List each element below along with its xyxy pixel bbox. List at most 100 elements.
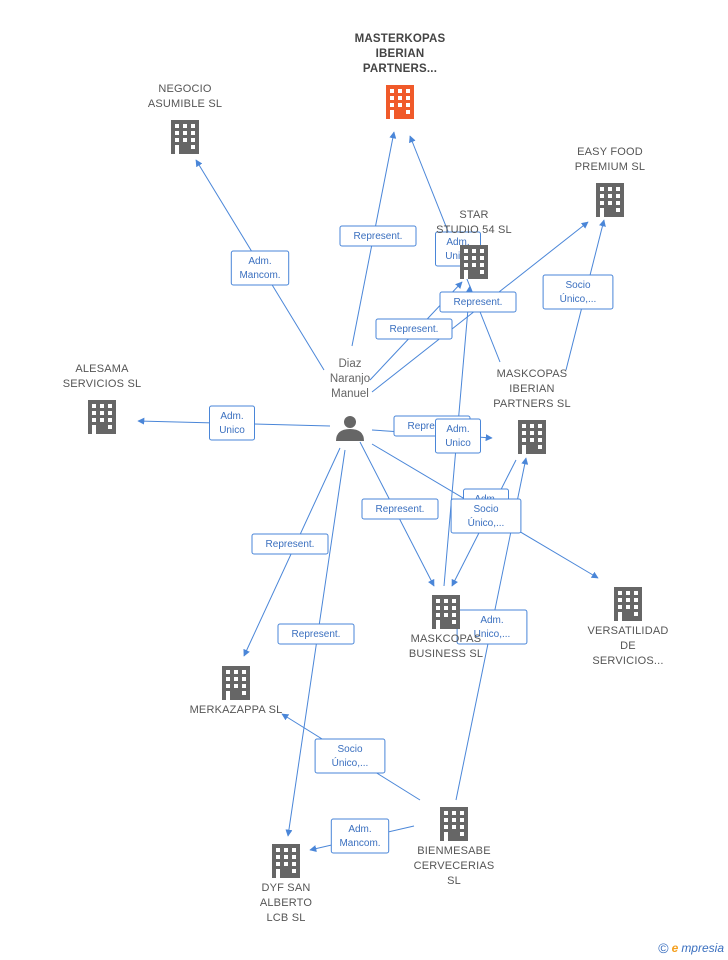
edge-label[interactable]: Adm. Mancom. [230, 250, 290, 286]
company-label: EASY FOOD [577, 146, 643, 158]
company-label: DYF SAN [261, 882, 310, 894]
edge-label-text: Único,... [468, 516, 505, 529]
edge-label[interactable]: Adm. Unico [209, 405, 255, 441]
company-label: SERVICIOS SL [63, 378, 142, 390]
company-label: SL [447, 875, 461, 887]
edge-label-box [361, 498, 439, 520]
nodes-layer: MASTERKOPASIBERIANPARTNERS...NEGOCIOASUM… [63, 33, 669, 924]
company-label: IBERIAN [509, 383, 554, 395]
edge-label-text: Represent. [390, 324, 439, 335]
edge-label[interactable]: Adm. Mancom. [330, 818, 390, 854]
company-label: DE [620, 640, 636, 652]
company-label: PARTNERS... [363, 63, 437, 75]
building-icon[interactable] [432, 595, 460, 629]
edge-label-text: Único,... [332, 756, 369, 769]
company-label: MASTERKOPAS [355, 33, 446, 45]
company-label: IBERIAN [376, 48, 425, 60]
building-icon[interactable] [596, 183, 624, 217]
building-icon[interactable] [460, 245, 488, 279]
company-node-alesama[interactable] [88, 400, 116, 434]
company-label: LCB SL [266, 912, 305, 924]
edge-label[interactable]: Represent. [251, 533, 329, 555]
company-node-maskcopas[interactable] [518, 420, 546, 454]
edge-label-box [542, 274, 614, 310]
company-label: ASUMIBLE SL [148, 98, 222, 110]
edge-label-text: Adm. [446, 237, 469, 248]
edge-label-text: Adm. [348, 824, 371, 835]
company-label: PREMIUM SL [575, 161, 645, 173]
edge-label[interactable]: Represent. [439, 291, 517, 313]
company-label: BUSINESS SL [409, 648, 483, 660]
company-label: ALESAMA [75, 363, 129, 375]
edge-label-text: Unico [219, 425, 245, 436]
company-node-merkazappa[interactable] [222, 666, 250, 700]
edge-label[interactable]: Represent. [361, 498, 439, 520]
person-name: Naranjo [330, 373, 370, 385]
company-node-dyf[interactable] [272, 844, 300, 878]
edge-label-text: Represent. [408, 421, 457, 432]
person-icon[interactable] [336, 416, 364, 441]
edge-label-box [230, 250, 290, 286]
edge-label[interactable]: SocioÚnico,... [314, 738, 386, 774]
company-node-easyfood[interactable] [596, 183, 624, 217]
edge-label[interactable]: Adm. Unico,... [456, 609, 528, 645]
edge-label-box [450, 498, 522, 534]
brand-name: mpresia [681, 941, 724, 955]
edge-label-box [375, 318, 453, 340]
edge-label-box [439, 291, 517, 313]
edge-label-text: Unico [445, 438, 471, 449]
edge-label-text: Unico,... [474, 629, 511, 640]
company-node-versatilidad[interactable] [614, 587, 642, 621]
edge-label-text: Adm. [480, 615, 503, 626]
edge-label-text: Adm. [446, 424, 469, 435]
edge-label-text: Adm. [220, 411, 243, 422]
edge-label-text: Adm. [248, 256, 271, 267]
company-node-bienmesabe[interactable] [440, 807, 468, 841]
edge-label-text: Represent. [266, 539, 315, 550]
person-name: Diaz [338, 358, 361, 370]
building-icon[interactable] [440, 807, 468, 841]
company-node-maskcopasbusiness[interactable] [432, 595, 460, 629]
building-icon[interactable] [272, 844, 300, 878]
edge-label[interactable]: SocioÚnico,... [542, 274, 614, 310]
company-label: MERKAZAPPA SL [190, 704, 283, 716]
edge-label-text: Socio [337, 744, 362, 755]
edge-label[interactable]: SocioÚnico,... [450, 498, 522, 534]
company-label: CERVECERIAS [414, 860, 495, 872]
building-icon[interactable] [386, 85, 414, 119]
building-icon[interactable] [88, 400, 116, 434]
edge-label-text: Represent. [292, 629, 341, 640]
edge-label-box [435, 418, 481, 454]
edge-label-text: Represent. [454, 297, 503, 308]
company-label: ALBERTO [260, 897, 313, 909]
building-icon[interactable] [171, 120, 199, 154]
edge-label[interactable]: Represent. [375, 318, 453, 340]
company-label: BIENMESABE [417, 845, 491, 857]
edge-label[interactable]: Represent. [277, 623, 355, 645]
edge-label[interactable]: Adm. Unico [435, 418, 481, 454]
company-label: MASKCOPAS [497, 368, 568, 380]
edge-label-text: Socio [473, 504, 498, 515]
building-icon[interactable] [518, 420, 546, 454]
edge-label[interactable]: Represent. [339, 225, 417, 247]
company-node-starstudio[interactable] [460, 245, 488, 279]
company-node-negocio[interactable] [171, 120, 199, 154]
building-icon[interactable] [614, 587, 642, 621]
edge-label-box [277, 623, 355, 645]
company-label: STUDIO 54 SL [436, 224, 512, 236]
edge-label-box [209, 405, 255, 441]
building-icon[interactable] [222, 666, 250, 700]
edge-label-text: Represent. [354, 231, 403, 242]
edge-label-text: Mancom. [339, 838, 380, 849]
edge-label-text: Mancom. [239, 270, 280, 281]
company-label: MASKCOPAS [411, 633, 482, 645]
edge-label-box [251, 533, 329, 555]
company-node-masterkopas[interactable] [386, 85, 414, 119]
edge-label-box [314, 738, 386, 774]
company-label: STAR [459, 209, 488, 221]
copyright-icon: © [658, 940, 669, 956]
edge-label-text: Socio [565, 280, 590, 291]
edge-label-text: Único,... [560, 292, 597, 305]
